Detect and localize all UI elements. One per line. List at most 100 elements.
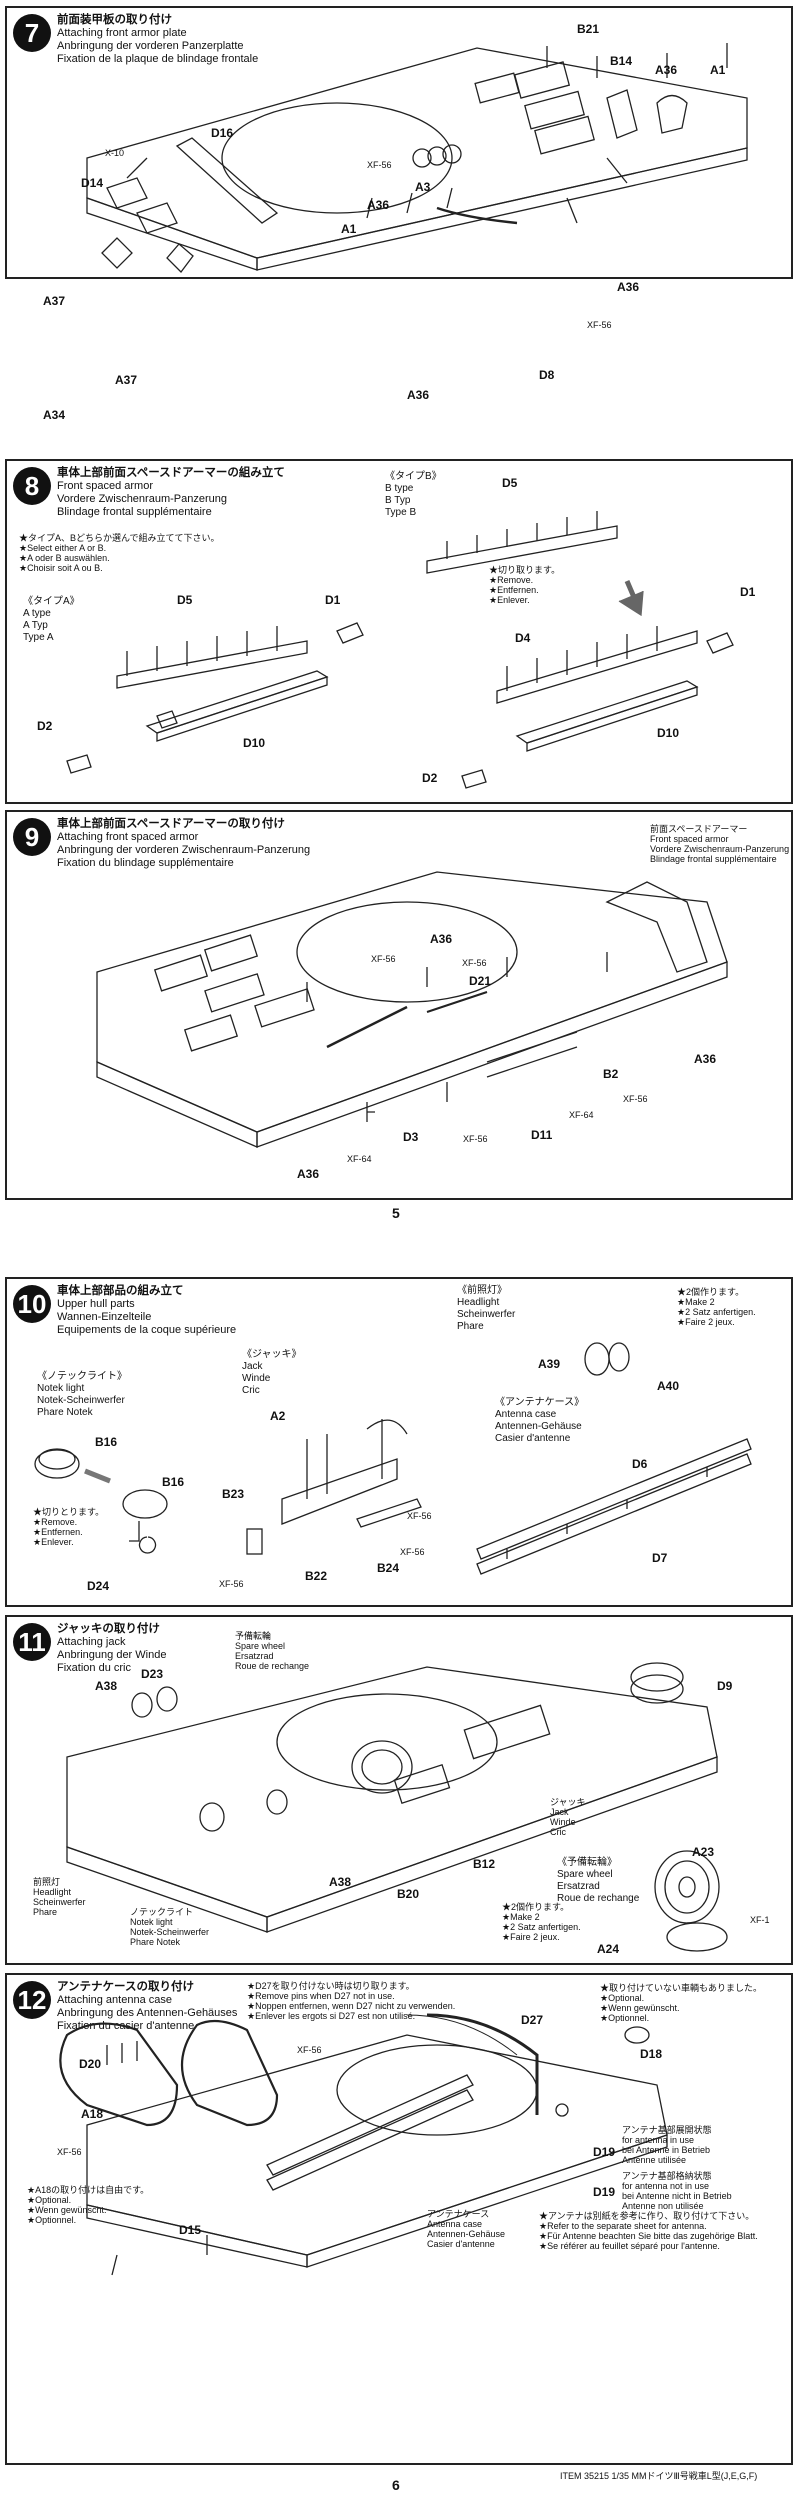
step-8-panel: 8 車体上部前面スペースドアーマーの組み立て Front spaced armo…: [5, 459, 793, 804]
a18note-jp: ★A18の取り付けは自由です。: [27, 2185, 150, 2195]
title-jp: 前面装甲板の取り付け: [57, 14, 172, 26]
notek-fr: Phare Notek: [37, 1407, 93, 1418]
step-11-diagram: [66, 1662, 728, 1952]
headlight-fr: Phare: [457, 1321, 484, 1332]
label-d9: D9: [717, 1679, 733, 1693]
type-a-label: 《タイプA》 A type A Typ Type A: [23, 596, 80, 644]
title-fr: Fixation du blindage supplémentaire: [57, 857, 234, 869]
label-a36: A36: [430, 932, 453, 946]
step-10-diagram: [34, 1342, 752, 1575]
type-b-en: B type: [385, 483, 414, 494]
make2-jp: ★2個作ります。: [677, 1287, 745, 1297]
notek-jp: ノテックライト: [130, 1907, 194, 1917]
remove-de: ★Entfernen.: [33, 1527, 83, 1537]
inuse-en: for antenna in use: [622, 2135, 695, 2145]
note-de: ★A oder B auswählen.: [19, 553, 110, 563]
antenna-label: 《アンテナケース》 Antenna case Antennen-Gehäuse …: [495, 1397, 584, 1445]
headlight-label: 前照灯 Headlight Scheinwerfer Phare: [33, 1877, 86, 1917]
label-d23: D23: [141, 1667, 164, 1681]
select-note: ★タイプA、Bどちらか選んで組み立てて下さい。 ★Select either A…: [19, 533, 220, 573]
optional-de: ★Wenn gewünscht.: [600, 2003, 680, 2013]
type-a-de: A Typ: [23, 620, 48, 631]
title-fr: Blindage frontal supplémentaire: [57, 506, 212, 518]
refer-fr: ★Se référer au feuillet séparé pour l'an…: [539, 2241, 720, 2251]
antenna-en: Antenna case: [495, 1409, 557, 1420]
step-title: 車体上部部品の組み立て Upper hull parts Wannen-Einz…: [57, 1285, 236, 1337]
remove-note: ★切り取ります。 ★Remove. ★Entfernen. ★Enlever.: [489, 565, 560, 605]
antenna-not-in-use-label: アンテナ基部格納状態 for antenna not in use bei An…: [622, 2171, 732, 2211]
note-fr: ★Choisir soit A ou B.: [19, 563, 103, 573]
headlight-en: Headlight: [33, 1887, 72, 1897]
spare2-jp: 《予備転輪》: [557, 1857, 617, 1868]
label-d24: D24: [87, 1579, 110, 1593]
callout-de: Vordere Zwischenraum-Panzerung: [650, 844, 790, 854]
headlight-de: Scheinwerfer: [33, 1897, 86, 1907]
label-b20: B20: [397, 1887, 420, 1901]
label-d3: D3: [403, 1130, 419, 1144]
step-title: 前面装甲板の取り付け Attaching front armor plate A…: [57, 14, 258, 66]
type-a-fr: Type A: [23, 632, 54, 643]
notek-en: Notek light: [37, 1383, 85, 1394]
type-b-jp: 《タイプB》: [385, 471, 442, 482]
d27note-de: ★Noppen entfernen, wenn D27 nicht zu ver…: [247, 2001, 456, 2011]
title-de: Anbringung der Winde: [57, 1649, 167, 1661]
d27-note: ★D27を取り付けない時は切り取ります。 ★Remove pins when D…: [247, 1981, 455, 2021]
label-a24: A24: [597, 1942, 620, 1956]
spare2-en: Spare wheel: [557, 1869, 613, 1880]
label-a18: A18: [81, 2107, 104, 2121]
step-title: ジャッキの取り付け Attaching jack Anbringung der …: [57, 1623, 166, 1675]
label-xf56: XF-56: [623, 1094, 648, 1104]
inuse-jp: アンテナ基部展開状態: [622, 2125, 712, 2135]
headlight-en: Headlight: [457, 1297, 500, 1308]
label-xf64: XF-64: [569, 1110, 594, 1120]
headlight-de: Scheinwerfer: [457, 1309, 516, 1320]
make2-jp: ★2個作ります。: [502, 1902, 570, 1912]
a18note-fr: ★Optionnel.: [27, 2215, 77, 2225]
label-d10: D10: [657, 726, 680, 740]
remove-fr: ★Enlever.: [33, 1537, 74, 1547]
a18-note: ★A18の取り付けは自由です。 ★Optional. ★Wenn gewünsc…: [27, 2185, 149, 2225]
title-en: Attaching front spaced armor: [57, 831, 199, 843]
antenna-jp: 《アンテナケース》: [495, 1397, 585, 1408]
d27note-jp: ★D27を取り付けない時は切り取ります。: [247, 1981, 415, 1991]
step-title: 車体上部前面スペースドアーマーの組み立て Front spaced armor …: [57, 467, 285, 519]
refer-en: ★Refer to the separate sheet for antenna…: [539, 2221, 707, 2231]
step-number: 11: [13, 1623, 51, 1661]
optional-jp: ★取り付けていない車輌もありました。: [600, 1983, 763, 1993]
label-d11: D11: [531, 1128, 553, 1142]
case-fr: Casier d'antenne: [427, 2239, 495, 2249]
title-en: Attaching jack: [57, 1636, 126, 1648]
case-en: Antenna case: [427, 2219, 483, 2229]
step-8-diagram: [66, 511, 734, 789]
label-d16: D16: [211, 126, 234, 140]
label-a2: A2: [270, 1409, 286, 1423]
title-de: Wannen-Einzelteile: [57, 1311, 152, 1323]
label-a37: A37: [43, 294, 66, 308]
label-a38: A38: [329, 1875, 352, 1889]
label-d20: D20: [79, 2057, 102, 2071]
inuse-fr: Antenne utilisée: [622, 2155, 687, 2165]
a18note-de: ★Wenn gewünscht.: [27, 2205, 107, 2215]
label-d2: D2: [422, 771, 438, 785]
label-b2: B2: [603, 1067, 619, 1081]
notuse-de: bei Antenne nicht in Betrieb: [622, 2191, 732, 2201]
label-d19: D19: [593, 2145, 616, 2159]
note-jp: ★タイプA、Bどちらか選んで組み立てて下さい。: [19, 533, 220, 543]
label-a40: A40: [657, 1379, 680, 1393]
notek-jp: 《ノテックライト》: [37, 1371, 127, 1382]
jack-en: Jack: [242, 1361, 263, 1372]
label-a36: A36: [297, 1167, 320, 1181]
label-b23: B23: [222, 1487, 245, 1501]
label-d10: D10: [243, 736, 266, 750]
label-d21: D21: [469, 974, 492, 988]
label-a3: A3: [415, 180, 431, 194]
case-de: Antennen-Gehäuse: [427, 2229, 506, 2239]
jack-en: Jack: [550, 1807, 569, 1817]
label-b16: B16: [95, 1435, 118, 1449]
remove-jp: ★切りとります。: [33, 1507, 105, 1517]
notuse-jp: アンテナ基部格納状態: [622, 2171, 712, 2181]
headlight-fr: Phare: [33, 1907, 58, 1917]
type-b-de: B Typ: [385, 495, 411, 506]
a18note-en: ★Optional.: [27, 2195, 72, 2205]
remove-en: ★Remove.: [33, 1517, 78, 1527]
